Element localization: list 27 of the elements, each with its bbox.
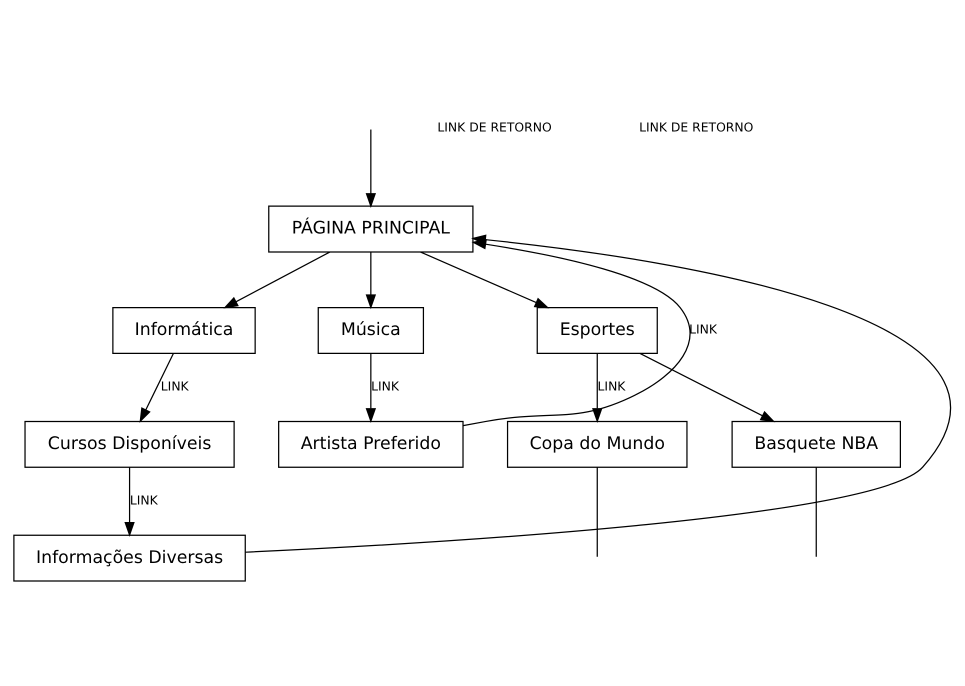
arrow — [139, 352, 174, 422]
arrow — [223, 250, 330, 308]
node-box: PÁGINA PRINCIPAL — [268, 205, 474, 252]
node-box: Esportes — [536, 306, 658, 354]
node-box: Artista Preferido — [278, 420, 464, 468]
arrow — [246, 234, 950, 552]
arrow — [640, 352, 776, 422]
node-box: Cursos Disponíveis — [24, 420, 235, 468]
label: LINK DE RETORNO — [437, 120, 552, 134]
edge-label: LINK — [598, 379, 626, 394]
node-box: Copa do Mundo — [506, 420, 688, 468]
edge-label: LINK — [371, 379, 400, 394]
connector — [596, 467, 598, 556]
connector — [816, 467, 817, 556]
edge-label: LINK — [689, 322, 717, 336]
arrow — [366, 252, 376, 309]
edge-label: LINK — [130, 492, 158, 507]
arrow — [124, 467, 135, 536]
edge-label: LINK — [160, 379, 189, 394]
label: LINK DE RETORNO — [639, 120, 754, 134]
node-box: Música — [318, 306, 424, 354]
arrow — [420, 250, 550, 308]
node-box: Basquete NBA — [732, 420, 901, 468]
arrow — [366, 129, 376, 208]
node-box: Informações Diversas — [13, 534, 246, 582]
node-box: Informática — [112, 306, 256, 354]
arrow — [366, 353, 376, 423]
